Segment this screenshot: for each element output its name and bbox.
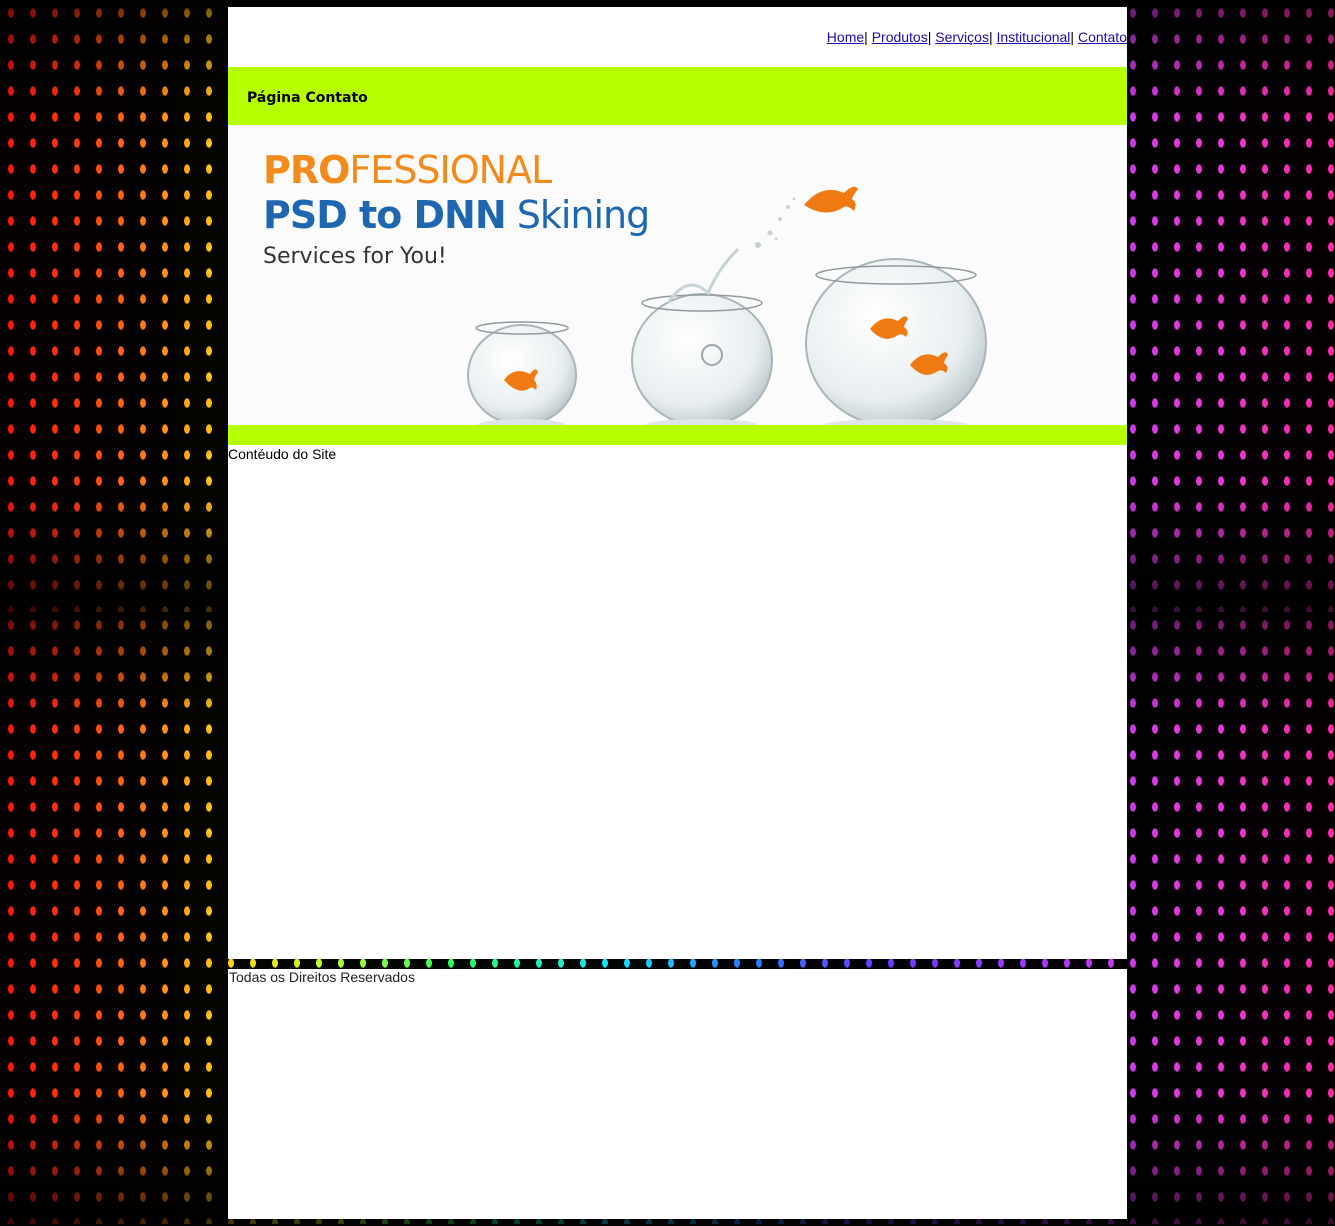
section-gap	[228, 959, 1127, 969]
footer: Todas os Direitos Reservados	[228, 969, 1127, 1219]
banner-headline: PROFESSIONAL PSD to DNN Skining Services…	[263, 147, 651, 277]
splash-droplets	[755, 197, 796, 248]
nav-separator: |	[927, 29, 932, 45]
banner-line2-bold: PSD to DNN	[263, 193, 507, 237]
banner-line3: Services for You!	[263, 244, 447, 269]
nav-link-servicos[interactable]: Serviços	[935, 29, 989, 45]
nav-separator: |	[1070, 29, 1075, 45]
nav-link-institucional[interactable]: Institucional	[996, 29, 1071, 45]
banner-line1-bold: PRO	[263, 148, 350, 192]
footer-text: Todas os Direitos Reservados	[229, 969, 415, 985]
small-bowl	[467, 321, 577, 425]
hero-banner: PROFESSIONAL PSD to DNN Skining Services…	[228, 125, 1127, 425]
jumping-fish	[804, 186, 858, 213]
banner-line1-rest: FESSIONAL	[349, 148, 552, 192]
page-container: Home| Produtos| Serviços| Institucional|…	[228, 7, 1127, 1219]
content-text: Contéudo do Site	[228, 446, 337, 462]
main-content: Contéudo do Site	[228, 445, 1127, 959]
top-nav: Home| Produtos| Serviços| Institucional|…	[827, 29, 1127, 45]
page-title: Página Contato	[247, 90, 368, 106]
banner-line2-rest: Skining	[505, 193, 651, 237]
nav-separator: |	[864, 29, 868, 45]
nav-link-contato[interactable]: Contato	[1077, 29, 1127, 45]
header: Home| Produtos| Serviços| Institucional|…	[228, 7, 1127, 67]
page-title-bar: Página Contato	[228, 67, 1127, 125]
middle-bowl	[631, 247, 773, 425]
fishbowls-illustration	[467, 186, 987, 425]
nav-separator: |	[988, 29, 993, 45]
nav-link-produtos[interactable]: Produtos	[871, 29, 928, 45]
green-divider	[228, 425, 1127, 445]
nav-link-home[interactable]: Home	[826, 29, 865, 45]
large-bowl	[805, 258, 987, 425]
